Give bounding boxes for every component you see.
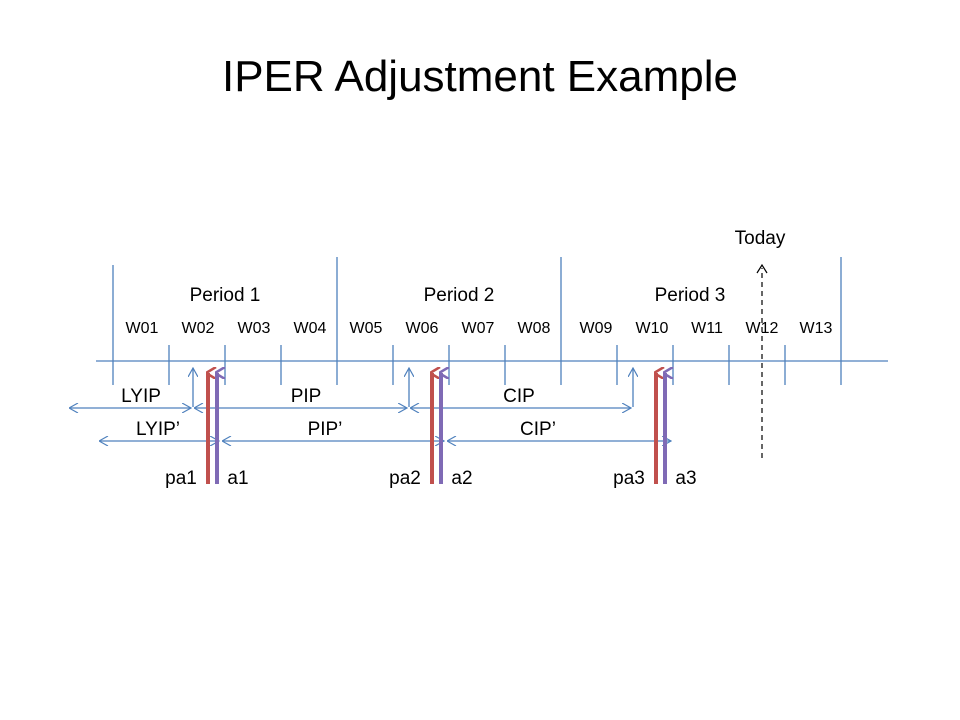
today-arrow-head-icon (756, 263, 768, 274)
a-label: a3 (675, 468, 696, 489)
week-label: W11 (691, 320, 723, 337)
week-label: W02 (182, 320, 215, 337)
today-label: Today (735, 228, 786, 249)
period-label: Period 3 (655, 285, 726, 306)
week-label: W05 (350, 320, 383, 337)
week-label: W06 (406, 320, 439, 337)
pa-label: pa3 (613, 468, 645, 489)
interval-label: LYIP’ (136, 419, 180, 440)
week-label: W03 (238, 320, 271, 337)
today-marker: Today (735, 228, 786, 458)
pa-label: pa2 (389, 468, 421, 489)
adjustment-arrows (206, 373, 665, 484)
week-label: W13 (800, 320, 833, 337)
interval-label: PIP’ (308, 419, 343, 440)
interval-arrows-original: LYIP PIP CIP (70, 386, 631, 408)
interval-label: LYIP (121, 386, 161, 407)
interval-label: CIP’ (520, 419, 556, 440)
pa-label: pa1 (165, 468, 197, 489)
week-ticks (168, 345, 786, 385)
week-label: W01 (126, 320, 159, 337)
week-label: W04 (294, 320, 327, 337)
week-label: W10 (636, 320, 669, 337)
a-label: a1 (227, 468, 248, 489)
pa-markers (193, 368, 633, 407)
period-labels: Period 1 Period 2 Period 3 (190, 285, 726, 306)
point-labels: pa1 a1 pa2 a2 pa3 a3 (165, 468, 696, 489)
week-label: W08 (518, 320, 551, 337)
week-label: W07 (462, 320, 495, 337)
interval-label: PIP (291, 386, 322, 407)
week-labels: W01 W02 W03 W04 W05 W06 W07 W08 W09 W10 … (126, 320, 833, 337)
interval-arrows-adjusted: LYIP’ PIP’ CIP’ (100, 419, 671, 441)
slide-title: IPER Adjustment Example (221, 52, 738, 101)
interval-label: CIP (503, 386, 535, 407)
period-label: Period 1 (190, 285, 261, 306)
period-boundaries (112, 257, 842, 385)
period-label: Period 2 (424, 285, 495, 306)
a-label: a2 (451, 468, 472, 489)
week-label: W09 (580, 320, 613, 337)
